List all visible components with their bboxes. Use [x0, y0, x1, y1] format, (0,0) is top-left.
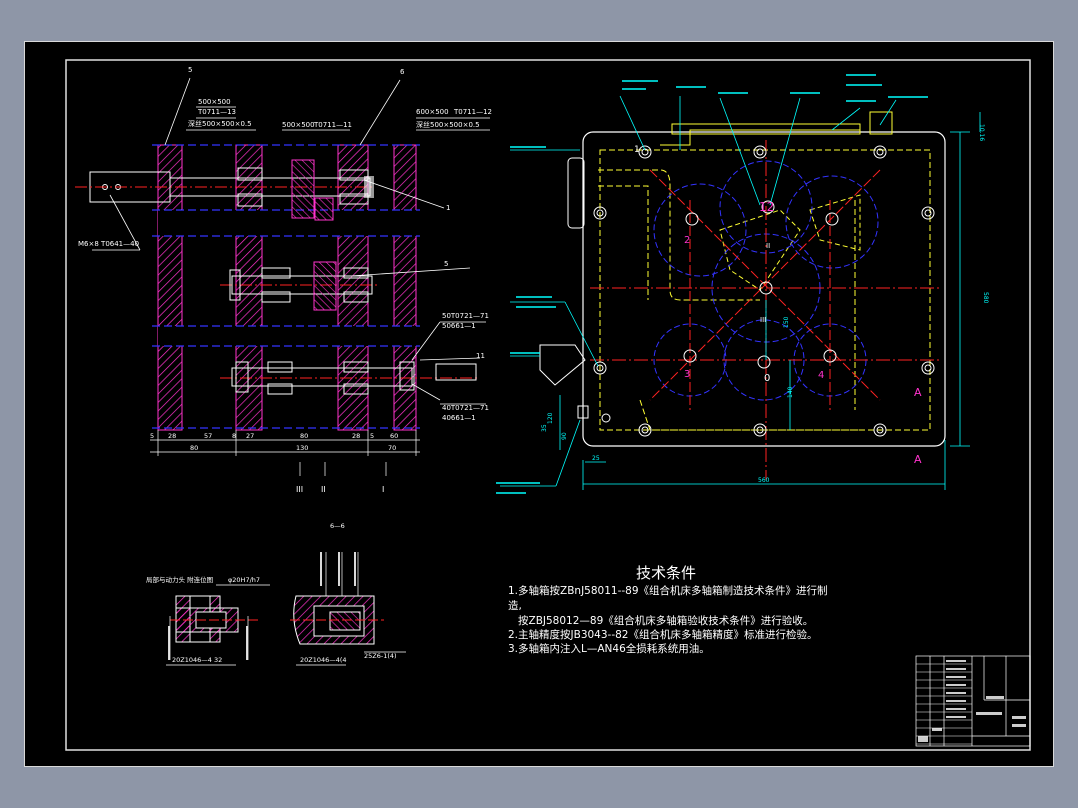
label-code1: T0711—13	[197, 108, 236, 116]
dim-label: 57	[204, 432, 212, 440]
wall-right2	[393, 144, 417, 431]
gear-number: 4	[818, 370, 824, 381]
housing-outline	[582, 131, 946, 447]
detail-note: 局部与动力头 附连位图	[146, 575, 213, 584]
dim-label: 60	[390, 432, 398, 440]
dim-label: 35	[541, 424, 548, 432]
leader-2: 6	[400, 68, 405, 76]
dims-row1: 5 28 57 8 27 80 28 5 60	[150, 432, 398, 440]
detail-part2: 20Z1046—4(4	[300, 656, 347, 664]
detail-part1: 20Z1046—4 32	[172, 656, 222, 664]
label-code4: T0711—12	[453, 108, 492, 116]
tech-title: 技术条件	[636, 564, 696, 582]
axis-label: II	[766, 242, 770, 250]
dim-label: 10.16	[978, 124, 985, 141]
section-mark: A	[914, 386, 922, 399]
title-block	[915, 655, 1031, 747]
leader-n5: 5	[444, 260, 448, 268]
gear-top	[291, 159, 315, 219]
gear-number: 3	[684, 369, 690, 380]
dim-label: 130	[296, 444, 308, 452]
leader-n11: 11	[476, 352, 485, 360]
gear-number: 0	[764, 373, 770, 384]
dim-label: 580	[982, 292, 989, 304]
dim-label: 150	[783, 316, 790, 328]
label-spec4: 600×500	[416, 108, 449, 116]
label-spec3: 500×500	[282, 121, 315, 129]
tech-line: 2.主轴精度按JB3043--82《组合机床多轴箱精度》标准进行检验。	[508, 628, 817, 641]
side-a2: 50661—1	[442, 322, 476, 330]
dim-label: 560	[758, 477, 770, 484]
dim-label: 140	[787, 386, 794, 398]
dim-label: 8	[232, 432, 236, 440]
dim-label: 5	[370, 432, 374, 440]
axis-roman-label: I	[382, 485, 384, 494]
detail-fit: φ20H7/h7	[228, 576, 260, 584]
leader-1: 5	[188, 66, 192, 74]
dim-label: 80	[300, 432, 308, 440]
axis-roman-label: II	[321, 485, 326, 494]
section-mark: A	[914, 453, 922, 466]
detail-views	[166, 552, 406, 666]
leader-n1: 1	[446, 204, 450, 212]
right-housing-view	[496, 74, 981, 494]
label-spec1: 500×500	[198, 98, 231, 106]
title-block-text	[918, 660, 1026, 742]
gear-number: 1	[634, 145, 640, 155]
label-code3: T0711—11	[313, 121, 352, 129]
dim-label: 28	[168, 432, 176, 440]
axis-label: III	[760, 316, 766, 324]
dim-label: 28	[352, 432, 360, 440]
side-a1: 50T0721—71	[442, 312, 489, 320]
detail-part3: 25Z6-1(4)	[364, 652, 397, 660]
drawing-paper	[24, 41, 1054, 767]
wall-right1	[337, 144, 369, 431]
dim-label: 90	[561, 432, 568, 440]
inner-border	[65, 59, 1031, 751]
dim-label: 25	[592, 455, 600, 462]
side-b2: 40661—1	[442, 414, 476, 422]
dim-label: 5	[150, 432, 154, 440]
dim-label: 27	[246, 432, 254, 440]
gear-number: 12	[759, 200, 774, 214]
label-spec5: 深丝500×500×0.5	[416, 120, 480, 129]
axis-roman-label: III	[296, 485, 303, 494]
tech-line: 3.多轴箱内注入L—AN46全损耗系统用油。	[508, 642, 710, 655]
tech-line: 造,	[508, 599, 522, 612]
tech-line: 1.多轴箱按ZBnJ58011--89《组合机床多轴箱制造技术条件》进行制	[508, 584, 828, 597]
label-shaft: M6×8 T0641—40	[78, 240, 139, 248]
side-b1: 40T0721—71	[442, 404, 489, 412]
left-section-view	[75, 77, 490, 476]
detail-section-title: 6—6	[330, 522, 345, 530]
tech-conditions: 技术条件 1.多轴箱按ZBnJ58011--89《组合机床多轴箱制造技术条件》进…	[508, 564, 828, 655]
gear-number: 2	[684, 235, 690, 246]
dims-row2: 80 130 70	[190, 444, 396, 452]
dim-label: 80	[190, 444, 198, 452]
dim-label: 120	[547, 412, 554, 424]
dim-label: 70	[388, 444, 396, 452]
tech-line: 按ZBJ58012—89《组合机床多轴箱验收技术条件》进行验收。	[518, 614, 813, 627]
label-spec2: 深丝500×500×0.5	[188, 119, 252, 128]
